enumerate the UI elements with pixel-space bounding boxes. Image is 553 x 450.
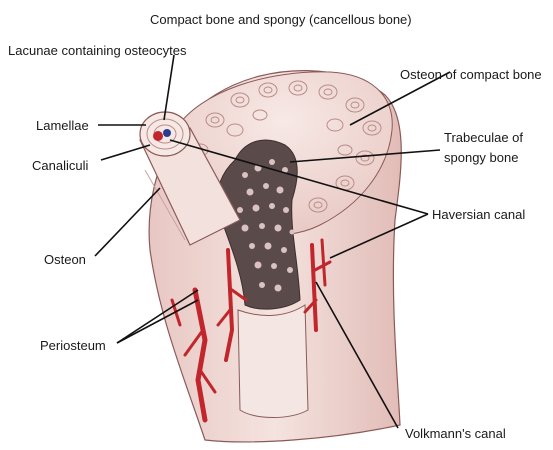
diagram-title: Compact bone and spongy (cancellous bone… [150,12,412,27]
label-lacunae: Lacunae containing osteocytes [8,43,187,58]
label-osteon-compact: Osteon of compact bone [400,67,542,82]
label-trabeculae-2: spongy bone [444,150,518,165]
label-volkmann: Volkmann's canal [405,426,506,441]
label-haversian: Haversian canal [432,207,525,222]
label-canaliculi: Canaliculi [32,158,88,173]
label-periosteum: Periosteum [40,338,106,353]
label-lamellae: Lamellae [36,118,89,133]
medullary-cavity [238,305,308,418]
label-osteon: Osteon [44,252,86,267]
label-trabeculae-1: Trabeculae of [444,130,523,145]
